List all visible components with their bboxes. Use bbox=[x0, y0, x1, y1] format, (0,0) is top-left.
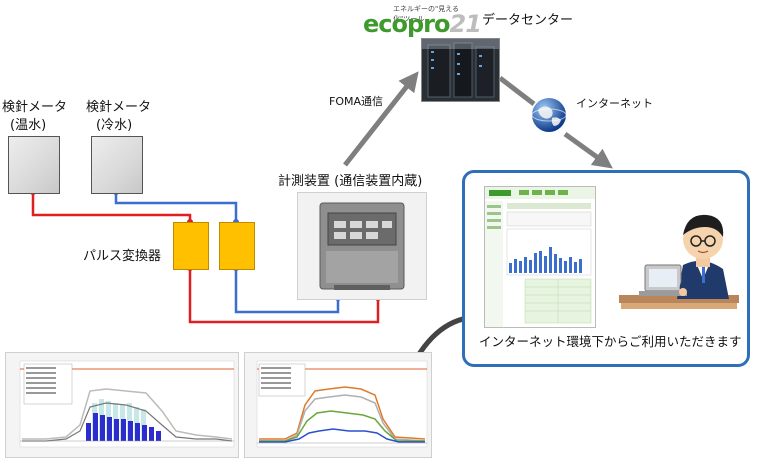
cold-water-wiring bbox=[114, 192, 340, 314]
datacenter-label: データセンター bbox=[482, 13, 574, 28]
globe-icon bbox=[530, 96, 568, 134]
hot-water-meter bbox=[8, 136, 60, 194]
usage-chart-thumbnail-left bbox=[5, 352, 239, 458]
logo-tagline: エネルギーの"見える化"ツール bbox=[393, 5, 460, 23]
pulse-converter-label: パルス変換器 bbox=[83, 249, 162, 264]
pulse-converter-cold bbox=[219, 222, 255, 270]
meter-hot-title: 検針メータ bbox=[2, 100, 68, 115]
pulse-converter-hot bbox=[173, 222, 209, 270]
server-rack-image bbox=[421, 38, 500, 102]
internet-link-label: インターネット bbox=[576, 97, 653, 110]
meter-cold-title: 検針メータ bbox=[86, 100, 152, 115]
panel-caption: インターネット環境下からご利用いただきます bbox=[479, 334, 742, 349]
internet-to-panel-arrow bbox=[563, 131, 613, 169]
meter-cold-subtitle: (冷水) bbox=[96, 118, 133, 133]
ecopro-logo: エネルギーの"見える化"ツール ecopro21 bbox=[363, 4, 482, 38]
foma-link-label: FOMA通信 bbox=[329, 95, 384, 108]
web-usage-panel: インターネット環境下からご利用いただきます bbox=[462, 170, 750, 367]
cold-water-meter bbox=[91, 136, 143, 194]
measuring-device-label: 計測装置 (通信装置内蔵) bbox=[278, 174, 423, 189]
hot-water-wiring bbox=[31, 192, 380, 324]
logo-number: 21 bbox=[449, 10, 482, 38]
web-screenshot bbox=[484, 186, 596, 328]
usage-chart-thumbnail-right bbox=[244, 352, 432, 458]
logo-brand: ecopro bbox=[363, 10, 450, 38]
office-worker-illustration bbox=[603, 195, 743, 315]
measuring-device-image bbox=[297, 192, 427, 300]
meter-hot-subtitle: (温水) bbox=[10, 118, 47, 133]
datacenter-to-internet-arrow bbox=[498, 76, 536, 106]
foma-arrow bbox=[343, 71, 419, 167]
